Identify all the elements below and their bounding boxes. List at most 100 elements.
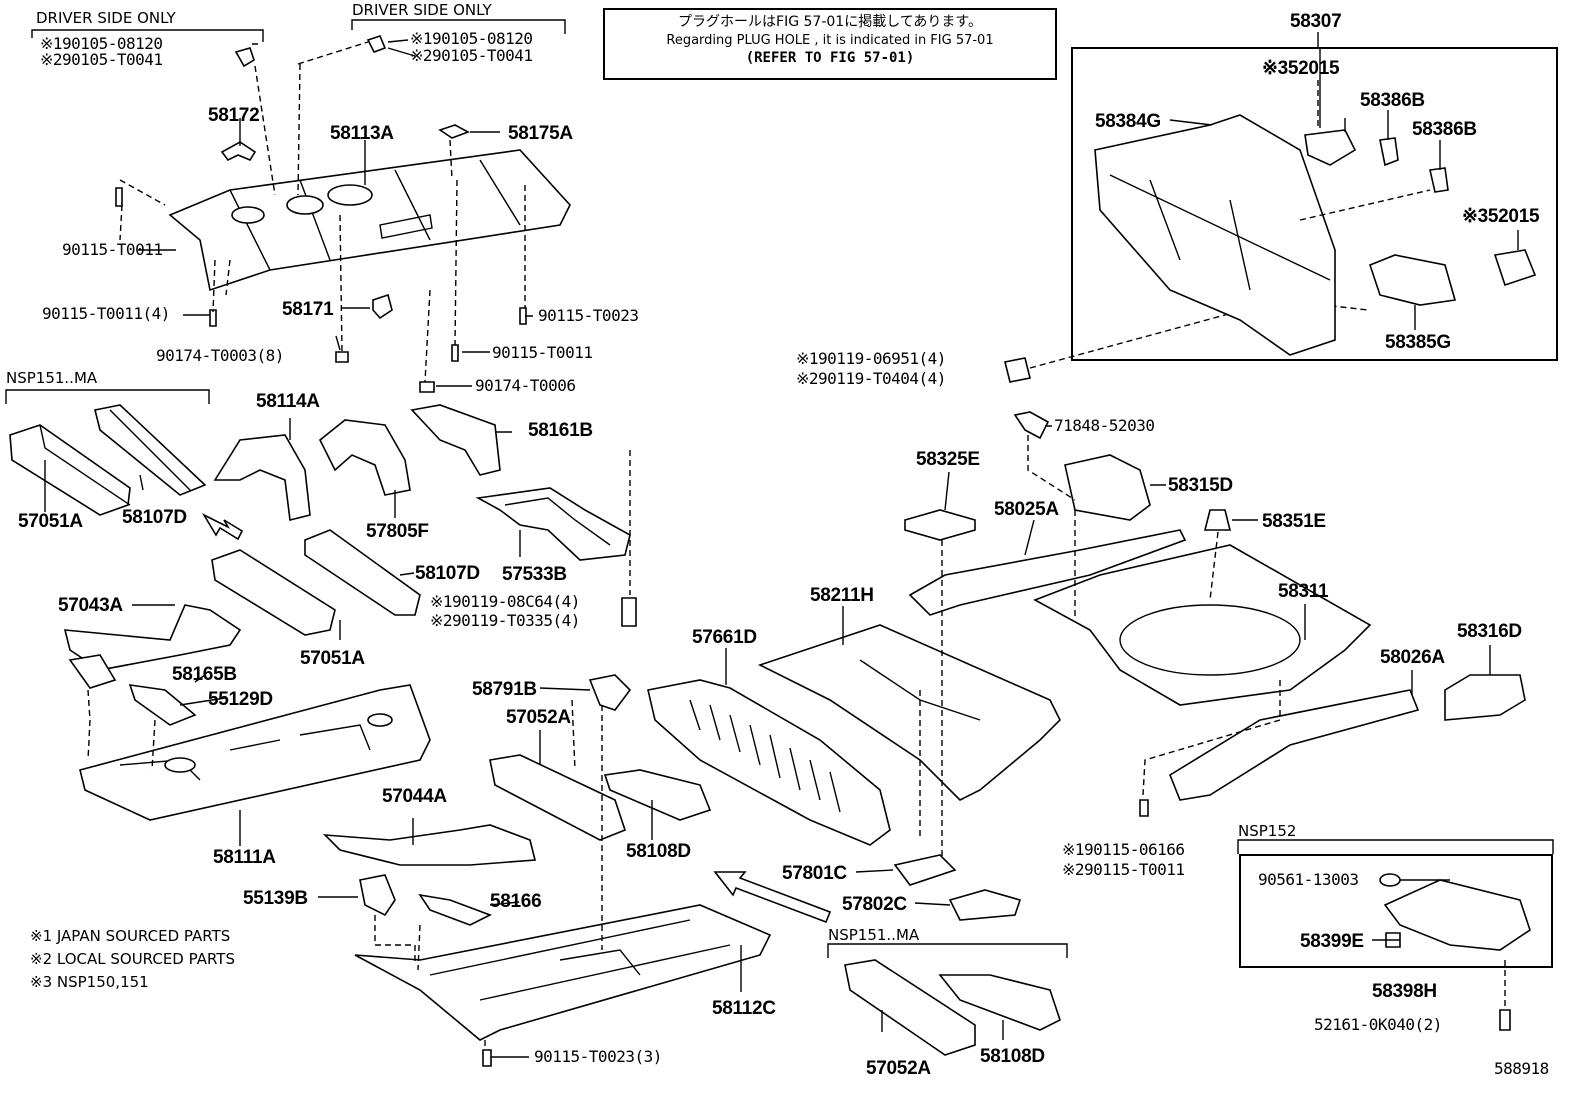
part-label[interactable]: 58384G <box>1095 111 1161 132</box>
part-label[interactable]: 58026A <box>1380 647 1445 668</box>
part-label[interactable]: 58316D <box>1457 621 1522 642</box>
part-label[interactable]: 58307 <box>1290 11 1342 32</box>
part-label[interactable]: 57044A <box>382 786 447 807</box>
part-label[interactable]: ※290119-T0335(4) <box>430 611 580 630</box>
plug-hole-note: プラグホールはFIG 57-01に掲載してあります。 Regarding PLU… <box>603 8 1057 80</box>
part-58107D-mid <box>304 529 421 616</box>
part-label[interactable]: 58108D <box>980 1046 1045 1067</box>
part-label[interactable]: ※190119-08C64(4) <box>430 592 580 611</box>
nsp151-bracket-1 <box>5 389 210 404</box>
part-label[interactable]: 58166 <box>490 891 542 912</box>
part-label[interactable]: 58114A <box>256 391 320 412</box>
part-label[interactable]: 58399E <box>1300 931 1364 952</box>
part-label[interactable]: 90115-T0011(4) <box>42 304 170 323</box>
part-label[interactable]: 57805F <box>366 521 429 542</box>
part-label[interactable]: 57661D <box>692 627 757 648</box>
part-58315D <box>1064 454 1151 521</box>
part-58791B <box>588 674 632 711</box>
part-label[interactable]: 55129D <box>208 689 273 710</box>
part-label[interactable]: 58171 <box>282 299 334 320</box>
part-58161B <box>410 404 501 476</box>
group-label-driver-side-1: DRIVER SIDE ONLY <box>36 9 176 27</box>
part-label[interactable]: ※352015 <box>1262 58 1340 79</box>
group-label-nsp152: NSP152 <box>1238 822 1297 840</box>
part-label[interactable]: 58351E <box>1262 511 1326 532</box>
part-52015-b <box>1493 249 1537 287</box>
part-label[interactable]: 58107D <box>415 563 480 584</box>
part-57801C <box>893 854 957 886</box>
bolts-left-small <box>115 187 527 393</box>
part-label[interactable]: 57052A <box>506 707 571 728</box>
bolt-57533 <box>621 597 637 627</box>
part-label[interactable]: 58175A <box>508 123 573 144</box>
part-label[interactable]: 90561-13003 <box>1258 870 1359 889</box>
part-57051A-mid <box>211 549 336 636</box>
part-label[interactable]: 57533B <box>502 564 567 585</box>
part-label[interactable]: 58385G <box>1385 332 1451 353</box>
part-label[interactable]: ※290115-T0011 <box>1062 860 1185 879</box>
part-58026A <box>1169 689 1420 801</box>
part-label[interactable]: 58325E <box>916 449 980 470</box>
arrow-center <box>713 871 832 924</box>
part-label[interactable]: 90115-T0011 <box>492 343 593 362</box>
part-label[interactable]: ※352015 <box>1462 206 1540 227</box>
part-label[interactable]: ※290105-T0041 <box>410 46 533 65</box>
note-line-3: (REFER TO FIG 57-01) <box>745 50 915 67</box>
bolt-58026 <box>1139 799 1149 817</box>
part-label[interactable]: ※190105-08120 <box>40 34 163 53</box>
part-58172 <box>220 141 257 162</box>
part-label[interactable]: ※190105-08120 <box>410 29 533 48</box>
part-label[interactable]: 55139B <box>243 888 308 909</box>
part-label[interactable]: 58311 <box>1278 581 1329 602</box>
part-label[interactable]: 71848-52030 <box>1054 416 1155 435</box>
part-label[interactable]: 58107D <box>122 507 187 528</box>
part-label[interactable]: ※290105-T0041 <box>40 50 163 69</box>
part-label[interactable]: 52161-0K040(2) <box>1314 1015 1442 1034</box>
part-label[interactable]: 58398H <box>1372 981 1437 1002</box>
part-label[interactable]: 57043A <box>58 595 123 616</box>
part-label[interactable]: 57802C <box>842 894 907 915</box>
part-label[interactable]: 57052A <box>866 1058 931 1079</box>
part-label[interactable]: 58165B <box>172 664 237 685</box>
part-label[interactable]: 90115-T0023 <box>538 306 639 325</box>
legend-nsp: ※3 NSP150,151 <box>30 973 149 991</box>
part-58316D <box>1444 674 1526 721</box>
part-label[interactable]: 58112C <box>712 998 776 1019</box>
part-label[interactable]: 58386B <box>1412 119 1477 140</box>
part-55129D <box>128 684 197 726</box>
part-label[interactable]: 58025A <box>994 499 1059 520</box>
driver-side-bracket-2 <box>351 19 566 34</box>
part-label[interactable]: 58111A <box>213 847 276 868</box>
part-label[interactable]: ※190119-06951(4) <box>796 349 946 368</box>
nsp152-bracket <box>1237 839 1554 854</box>
part-label[interactable]: 90115-T0023(3) <box>534 1047 662 1066</box>
part-58108D-center <box>603 769 712 821</box>
part-label[interactable]: 58211H <box>810 585 874 606</box>
part-label[interactable]: ※190115-06166 <box>1062 840 1185 859</box>
part-58384G <box>1094 114 1336 356</box>
bolt-58112C <box>482 1049 492 1067</box>
part-58386B-a <box>1379 137 1399 167</box>
part-label[interactable]: 90115-T0011 <box>62 240 163 259</box>
part-label[interactable]: 90174-T0003(8) <box>156 346 284 365</box>
part-label[interactable]: 58791B <box>472 679 537 700</box>
part-label[interactable]: 58315D <box>1168 475 1233 496</box>
part-label[interactable]: 58113A <box>330 123 394 144</box>
part-label[interactable]: 58386B <box>1360 90 1425 111</box>
diagram-id: 588918 <box>1494 1059 1549 1078</box>
part-label[interactable]: ※290119-T0404(4) <box>796 369 946 388</box>
group-label-nsp151-1: NSP151..MA <box>6 369 98 387</box>
part-52015-a <box>1304 129 1357 166</box>
part-label[interactable]: 57801C <box>782 863 847 884</box>
part-label[interactable]: 58108D <box>626 841 691 862</box>
part-58166 <box>418 893 492 926</box>
part-label[interactable]: 58172 <box>208 105 260 126</box>
part-label[interactable]: 57051A <box>300 648 365 669</box>
part-label[interactable]: 58161B <box>528 420 593 441</box>
part-label[interactable]: 90174-T0006 <box>475 376 576 395</box>
bolt-52161 <box>1499 1009 1511 1031</box>
nsp151-bracket-2 <box>827 943 1068 958</box>
assembly-58307-box <box>1071 47 1558 361</box>
part-label[interactable]: 57051A <box>18 511 83 532</box>
